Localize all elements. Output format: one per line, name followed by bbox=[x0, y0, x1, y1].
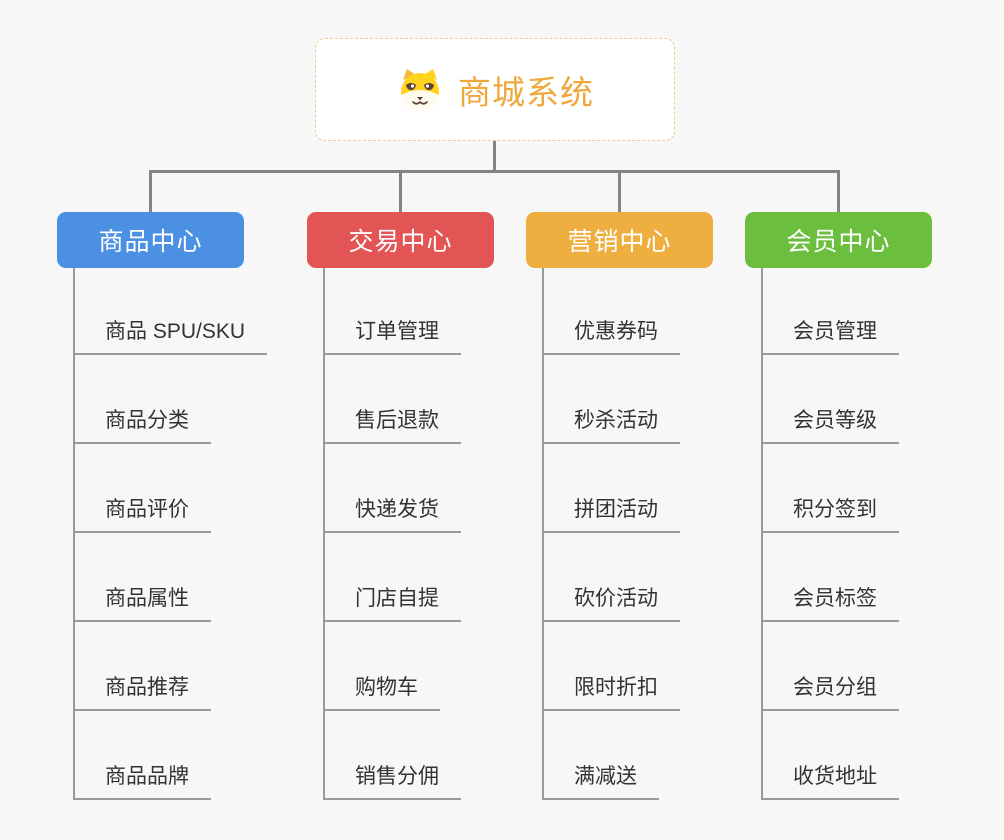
leaf-column-2: 订单管理售后退款快递发货门店自提购物车销售分佣 bbox=[323, 266, 461, 800]
leaf-item[interactable]: 积分签到 bbox=[761, 444, 899, 533]
connector-trunk-line bbox=[323, 268, 325, 800]
leaf-label: 收货地址 bbox=[761, 760, 899, 800]
leaf-item[interactable]: 商品 SPU/SKU bbox=[73, 266, 268, 355]
leaf-item[interactable]: 商品品牌 bbox=[73, 711, 267, 800]
leaf-item[interactable]: 会员管理 bbox=[761, 266, 899, 355]
leaf-item[interactable]: 快递发货 bbox=[323, 444, 461, 533]
leaf-label: 积分签到 bbox=[761, 493, 899, 533]
leaf-label: 商品推荐 bbox=[73, 671, 211, 711]
leaf-item[interactable]: 门店自提 bbox=[323, 533, 461, 622]
leaf-column-4: 会员管理会员等级积分签到会员标签会员分组收货地址 bbox=[761, 266, 899, 800]
leaf-label: 会员管理 bbox=[761, 315, 899, 355]
leaf-label: 拼团活动 bbox=[542, 493, 680, 533]
leaf-label: 限时折扣 bbox=[542, 671, 680, 711]
leaf-label: 售后退款 bbox=[323, 404, 461, 444]
dog-face-icon bbox=[401, 68, 439, 111]
leaf-label: 商品分类 bbox=[73, 404, 211, 444]
leaf-column-3: 优惠券码秒杀活动拼团活动砍价活动限时折扣满减送 bbox=[542, 266, 680, 800]
branch-label: 会员中心 bbox=[786, 228, 891, 256]
leaf-label: 商品属性 bbox=[73, 582, 211, 622]
leaf-label: 商品品牌 bbox=[73, 760, 211, 800]
leaf-item[interactable]: 购物车 bbox=[323, 622, 461, 711]
leaf-item[interactable]: 售后退款 bbox=[323, 355, 461, 444]
leaf-label: 砍价活动 bbox=[542, 582, 680, 622]
connector-trunk-line bbox=[73, 268, 75, 800]
leaf-label: 商品评价 bbox=[73, 493, 211, 533]
leaf-item[interactable]: 商品评价 bbox=[73, 444, 267, 533]
root-node-mall-system[interactable]: 商城系统 bbox=[315, 38, 675, 141]
leaf-item[interactable]: 限时折扣 bbox=[542, 622, 680, 711]
connector-branch-drop-2 bbox=[399, 170, 402, 213]
leaf-item[interactable]: 满减送 bbox=[542, 711, 680, 800]
leaf-item[interactable]: 收货地址 bbox=[761, 711, 899, 800]
leaf-item[interactable]: 会员等级 bbox=[761, 355, 899, 444]
branch-node-2[interactable]: 交易中心 bbox=[307, 212, 494, 268]
connector-trunk-line bbox=[761, 268, 763, 800]
connector-branch-drop-1 bbox=[149, 170, 152, 213]
branch-node-3[interactable]: 营销中心 bbox=[526, 212, 713, 268]
leaf-label: 商品 SPU/SKU bbox=[73, 315, 268, 355]
leaf-label: 会员分组 bbox=[761, 671, 899, 711]
leaf-item[interactable]: 商品推荐 bbox=[73, 622, 267, 711]
connector-trunk-line bbox=[542, 268, 544, 800]
leaf-label: 销售分佣 bbox=[323, 760, 461, 800]
leaf-item[interactable]: 砍价活动 bbox=[542, 533, 680, 622]
leaf-label: 门店自提 bbox=[323, 582, 461, 622]
connector-root-drop bbox=[493, 141, 496, 171]
leaf-label: 满减送 bbox=[542, 760, 659, 800]
leaf-column-1: 商品 SPU/SKU 商品分类商品评价商品属性商品推荐商品品牌 bbox=[73, 266, 268, 800]
leaf-item[interactable]: 会员标签 bbox=[761, 533, 899, 622]
leaf-label: 会员等级 bbox=[761, 404, 899, 444]
leaf-item[interactable]: 商品分类 bbox=[73, 355, 267, 444]
branch-node-4[interactable]: 会员中心 bbox=[745, 212, 932, 268]
connector-branch-drop-3 bbox=[618, 170, 621, 213]
branch-label: 商品中心 bbox=[98, 228, 203, 256]
leaf-item[interactable]: 销售分佣 bbox=[323, 711, 461, 800]
leaf-label: 优惠券码 bbox=[542, 315, 680, 355]
leaf-item[interactable]: 优惠券码 bbox=[542, 266, 680, 355]
leaf-item[interactable]: 会员分组 bbox=[761, 622, 899, 711]
leaf-label: 秒杀活动 bbox=[542, 404, 680, 444]
leaf-label: 会员标签 bbox=[761, 582, 899, 622]
leaf-label: 订单管理 bbox=[323, 315, 461, 355]
leaf-item[interactable]: 订单管理 bbox=[323, 266, 461, 355]
connector-top-bar bbox=[149, 170, 840, 173]
leaf-label: 快递发货 bbox=[323, 493, 461, 533]
branch-label: 交易中心 bbox=[348, 228, 453, 256]
leaf-label: 购物车 bbox=[323, 671, 440, 711]
connector-branch-drop-4 bbox=[837, 170, 840, 213]
leaf-item[interactable]: 拼团活动 bbox=[542, 444, 680, 533]
branch-label: 营销中心 bbox=[567, 228, 672, 256]
leaf-item[interactable]: 秒杀活动 bbox=[542, 355, 680, 444]
root-title: 商城系统 bbox=[458, 73, 594, 111]
leaf-item[interactable]: 商品属性 bbox=[73, 533, 267, 622]
branch-node-1[interactable]: 商品中心 bbox=[57, 212, 244, 268]
